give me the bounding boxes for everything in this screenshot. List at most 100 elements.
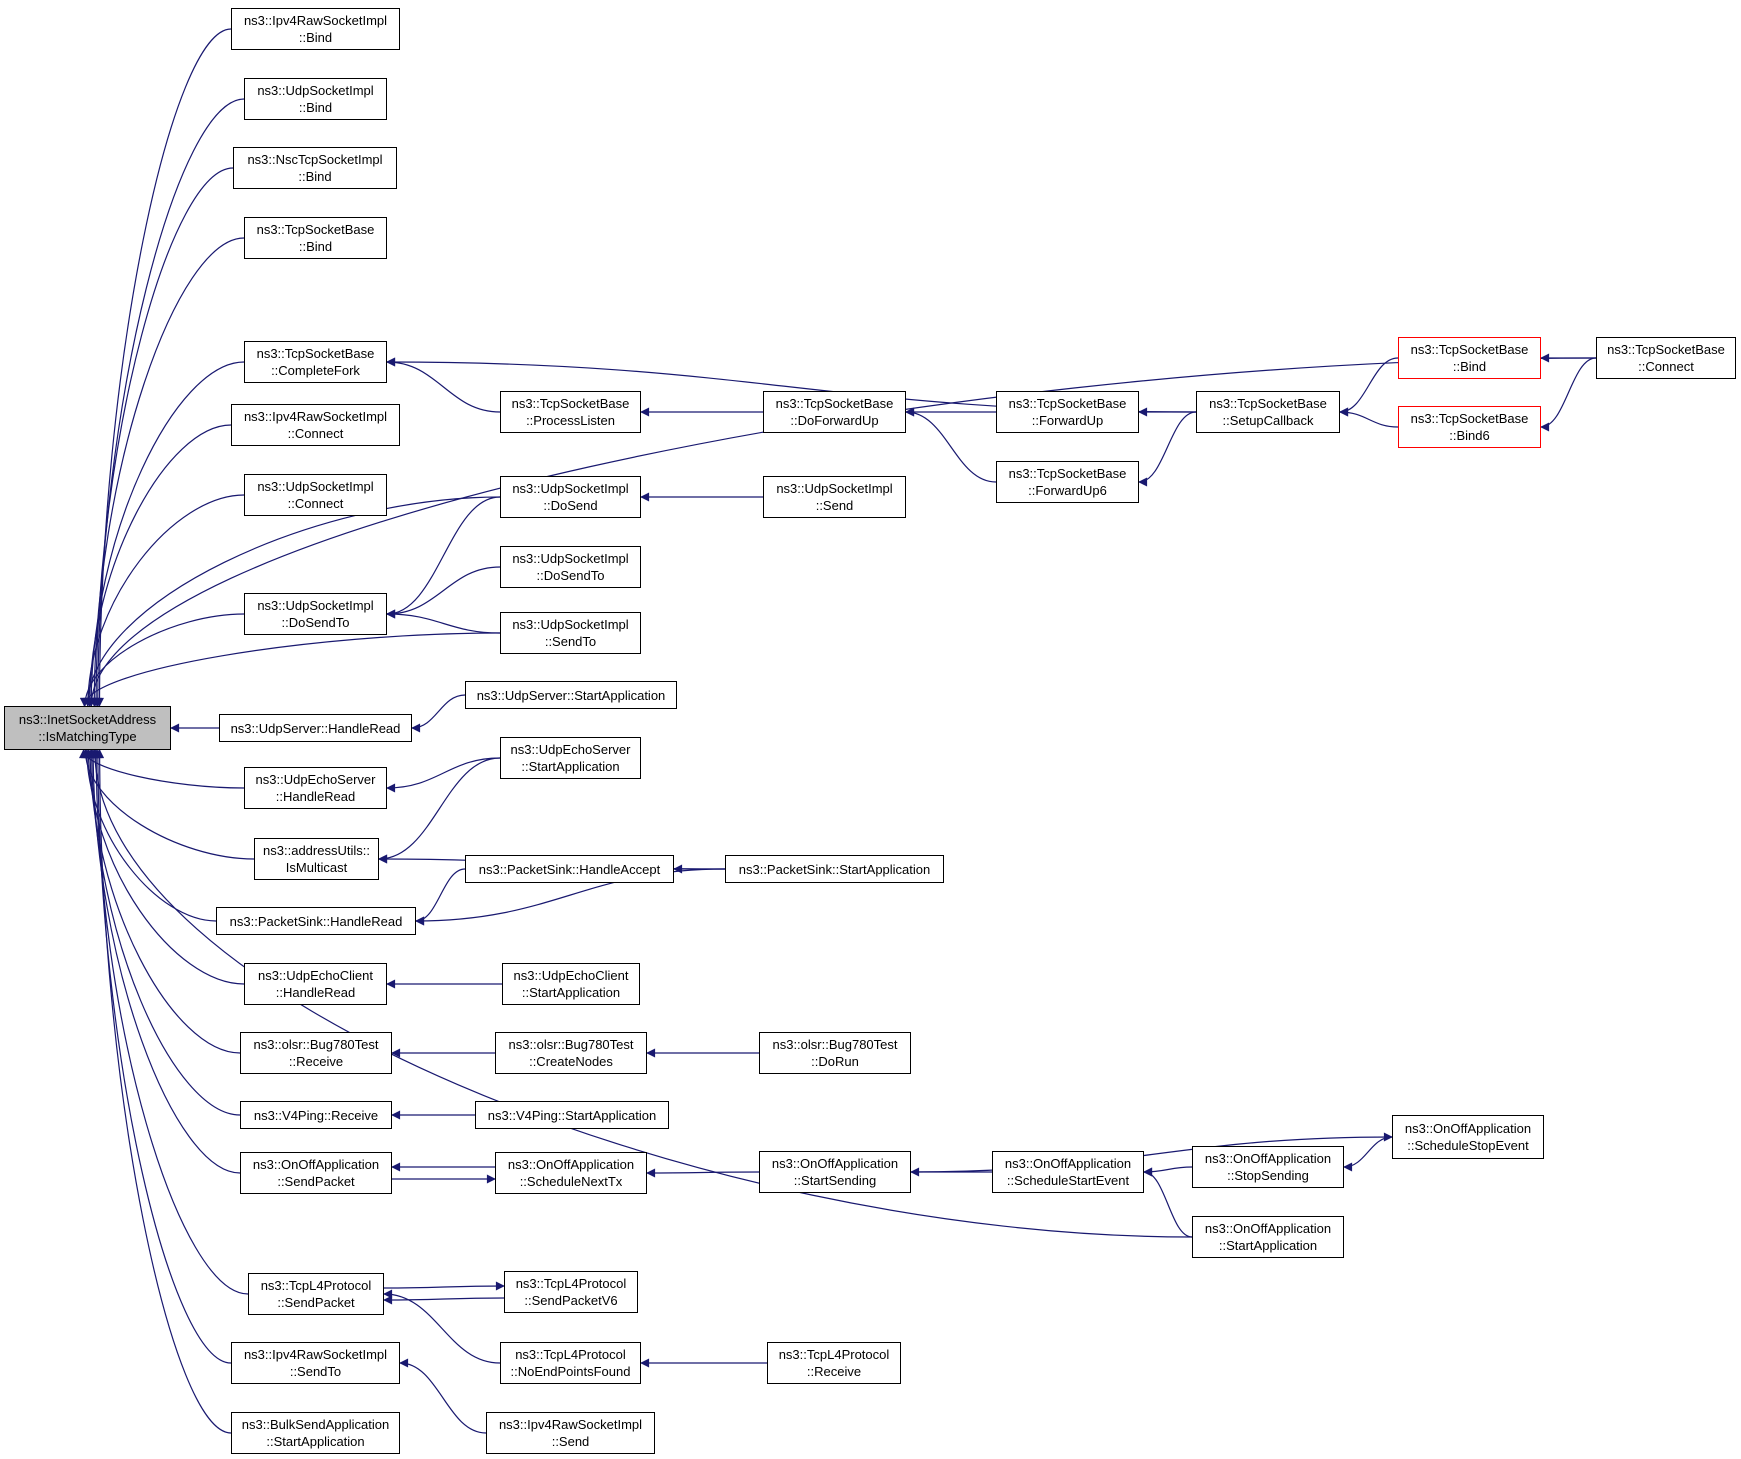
node-label-line: ns3::olsr::Bug780Test	[772, 1037, 898, 1052]
call-edge-bulksend_start-to-focus	[95, 749, 232, 1434]
call-edge-udp_dosend-to-focus	[83, 496, 501, 707]
graph-node-onoff-stopsending[interactable]: ns3::OnOffApplication::StopSending	[1192, 1146, 1344, 1188]
node-label-line: ::StartSending	[793, 1173, 877, 1188]
node-label-line: ns3::TcpSocketBase	[775, 396, 894, 411]
graph-node-tcpl4-sendpacketv6[interactable]: ns3::TcpL4Protocol::SendPacketV6	[504, 1271, 638, 1313]
node-label-line: ns3::UdpSocketImpl	[776, 481, 893, 496]
graph-node-tcpl4-receive[interactable]: ns3::TcpL4Protocol::Receive	[767, 1342, 901, 1384]
node-label-line: ns3::PacketSink::HandleRead	[229, 913, 403, 929]
node-label-line: ::Connect	[287, 426, 344, 441]
node-label-line: ::Connect	[1638, 359, 1694, 374]
node-label-line: ::Receive	[806, 1364, 862, 1379]
graph-node-v4ping-receive[interactable]: ns3::V4Ping::Receive	[240, 1101, 392, 1129]
node-label-line: ::StartApplication	[521, 985, 621, 1000]
graph-node-bug780-dorun[interactable]: ns3::olsr::Bug780Test::DoRun	[759, 1032, 911, 1074]
graph-node-tcpbase-bind6-red[interactable]: ns3::TcpSocketBase::Bind6	[1398, 406, 1541, 448]
graph-node-forwardup6[interactable]: ns3::TcpSocketBase::ForwardUp6	[996, 461, 1139, 503]
graph-node-forwardup[interactable]: ns3::TcpSocketBase::ForwardUp	[996, 391, 1139, 433]
graph-node-ipv4raw-bind[interactable]: ns3::Ipv4RawSocketImpl::Bind	[231, 8, 400, 50]
node-label-line: ::CompleteFork	[271, 363, 360, 378]
graph-node-udp-dosend[interactable]: ns3::UdpSocketImpl::DoSend	[500, 476, 641, 518]
call-edge-ipv4raw_connect-to-focus	[85, 424, 232, 707]
node-label-line: ns3::TcpL4Protocol	[515, 1276, 627, 1291]
graph-node-doforwardup[interactable]: ns3::TcpSocketBase::DoForwardUp	[763, 391, 906, 433]
node-label-line: ::SendPacket	[277, 1174, 355, 1189]
node-label-line: ns3::Ipv4RawSocketImpl	[498, 1417, 643, 1432]
call-edge-udpserver_start-to-udpserver_handleread	[411, 694, 466, 733]
graph-node-ismulticast[interactable]: ns3::addressUtils::IsMulticast	[254, 838, 379, 880]
graph-node-completefork[interactable]: ns3::TcpSocketBase::CompleteFork	[244, 341, 387, 383]
graph-node-setupcallback[interactable]: ns3::TcpSocketBase::SetupCallback	[1196, 391, 1340, 433]
graph-node-udp-sendto[interactable]: ns3::UdpSocketImpl::SendTo	[500, 612, 641, 654]
graph-node-udp-bind[interactable]: ns3::UdpSocketImpl::Bind	[244, 78, 387, 120]
graph-node-bug780-createnodes[interactable]: ns3::olsr::Bug780Test::CreateNodes	[495, 1032, 647, 1074]
graph-node-onoff-schedulestart[interactable]: ns3::OnOffApplication::ScheduleStartEven…	[992, 1151, 1144, 1193]
node-label-line: ::StartApplication	[521, 759, 620, 774]
graph-node-onoff-startsending[interactable]: ns3::OnOffApplication::StartSending	[759, 1151, 911, 1193]
node-label-line: ns3::OnOffApplication	[771, 1156, 899, 1171]
call-edge-onoff_startsending-to-onoff_schedulestop	[910, 1132, 1393, 1173]
graph-node-udp-dosendto[interactable]: ns3::UdpSocketImpl::DoSendTo	[244, 593, 387, 635]
graph-node-tcpbase-connect[interactable]: ns3::TcpSocketBase::Connect	[1596, 337, 1736, 379]
graph-node-tcpbase-bind-red[interactable]: ns3::TcpSocketBase::Bind	[1398, 337, 1541, 379]
node-label-line: ns3::Ipv4RawSocketImpl	[243, 13, 388, 28]
graph-node-v4ping-start[interactable]: ns3::V4Ping::StartApplication	[475, 1101, 669, 1129]
node-label-line: ns3::BulkSendApplication	[241, 1417, 390, 1432]
node-label-line: ::StopSending	[1227, 1168, 1309, 1183]
graph-node-packetsink-handleaccept[interactable]: ns3::PacketSink::HandleAccept	[465, 855, 674, 883]
graph-node-ipv4raw-sendto[interactable]: ns3::Ipv4RawSocketImpl::SendTo	[231, 1342, 400, 1384]
graph-node-udp-dosendto2[interactable]: ns3::UdpSocketImpl::DoSendTo	[500, 546, 641, 588]
graph-node-udpecho-client-start[interactable]: ns3::UdpEchoClient::StartApplication	[502, 963, 640, 1005]
node-label-line: ns3::TcpSocketBase	[1410, 411, 1529, 426]
graph-node-tcpl4-sendpacket[interactable]: ns3::TcpL4Protocol::SendPacket	[248, 1273, 384, 1315]
call-edge-tcpl4_sendpacket-to-tcpl4_sendpacketv6	[383, 1281, 505, 1291]
node-label-line: ::DoRun	[811, 1054, 859, 1069]
graph-node-udpecho-client-handleread[interactable]: ns3::UdpEchoClient::HandleRead	[244, 963, 387, 1005]
graph-node-processlisten[interactable]: ns3::TcpSocketBase::ProcessListen	[500, 391, 641, 433]
graph-node-udpserver-start[interactable]: ns3::UdpServer::StartApplication	[465, 681, 677, 709]
graph-node-onoff-schedulestop[interactable]: ns3::OnOffApplication::ScheduleStopEvent	[1392, 1115, 1544, 1159]
node-label-line: ns3::olsr::Bug780Test	[253, 1037, 379, 1052]
graph-node-udpecho-server-handleread[interactable]: ns3::UdpEchoServer::HandleRead	[244, 767, 387, 809]
graph-node-packetsink-handleread[interactable]: ns3::PacketSink::HandleRead	[216, 907, 416, 935]
graph-node-udpserver-handleread[interactable]: ns3::UdpServer::HandleRead	[219, 714, 412, 742]
graph-node-bulksend-start[interactable]: ns3::BulkSendApplication::StartApplicati…	[231, 1412, 400, 1454]
node-label-line: ::Bind6	[1449, 428, 1490, 443]
node-label-line: ns3::InetSocketAddress	[18, 712, 157, 727]
node-label-line: ns3::UdpSocketImpl	[257, 479, 374, 494]
node-label-line: ::HandleRead	[275, 985, 356, 1000]
call-edge-tcpl4_sendpacketv6-to-tcpl4_sendpacket	[383, 1295, 505, 1305]
graph-node-ipv4raw-send[interactable]: ns3::Ipv4RawSocketImpl::Send	[486, 1412, 655, 1454]
graph-node-udp-connect[interactable]: ns3::UdpSocketImpl::Connect	[244, 474, 387, 516]
graph-node-onoff-startapp[interactable]: ns3::OnOffApplication::StartApplication	[1192, 1216, 1344, 1258]
call-edge-tcpbase_bind-to-focus	[89, 237, 245, 707]
node-label-line: ns3::V4Ping::StartApplication	[487, 1107, 657, 1123]
call-edge-ipv4raw_send-to-ipv4raw_sendto	[399, 1358, 487, 1434]
node-label-line: ns3::TcpSocketBase	[1209, 396, 1327, 411]
graph-node-packetsink-start[interactable]: ns3::PacketSink::StartApplication	[725, 855, 944, 883]
node-label-line: ::IsMatchingType	[38, 729, 137, 744]
node-label-line: ns3::TcpSocketBase	[1008, 396, 1127, 411]
node-label-line: ns3::UdpServer::StartApplication	[476, 687, 666, 703]
node-label-line: ns3::UdpEchoClient	[258, 968, 373, 983]
graph-node-udpecho-server-start[interactable]: ns3::UdpEchoServer::StartApplication	[500, 737, 641, 779]
node-label-line: ::CreateNodes	[529, 1054, 613, 1069]
graph-node-nsc-bind[interactable]: ns3::NscTcpSocketImpl::Bind	[233, 147, 397, 189]
node-label-line: ns3::TcpL4Protocol	[515, 1347, 626, 1362]
node-label-line: ::DoSendTo	[281, 615, 350, 630]
graph-node-onoff-schedulenexttx[interactable]: ns3::OnOffApplication::ScheduleNextTx	[495, 1152, 647, 1194]
node-label-line: ns3::OnOffApplication	[1004, 1156, 1132, 1171]
graph-node-onoff-sendpacket[interactable]: ns3::OnOffApplication::SendPacket	[240, 1152, 392, 1194]
graph-node-bug780-receive[interactable]: ns3::olsr::Bug780Test::Receive	[240, 1032, 392, 1074]
graph-node-tcpbase-bind[interactable]: ns3::TcpSocketBase::Bind	[244, 217, 387, 259]
call-edge-tcpbase_bind6_red-to-setupcallback	[1339, 407, 1399, 428]
graph-node-ipv4raw-connect[interactable]: ns3::Ipv4RawSocketImpl::Connect	[231, 404, 400, 446]
node-label-line: ns3::OnOffApplication	[1204, 1221, 1332, 1236]
graph-node-tcpl4-noendpoints[interactable]: ns3::TcpL4Protocol::NoEndPointsFound	[500, 1342, 641, 1384]
node-label-line: ns3::Ipv4RawSocketImpl	[243, 409, 388, 424]
graph-node-udp-send[interactable]: ns3::UdpSocketImpl::Send	[763, 476, 906, 518]
call-edge-forwardup6-to-doforwardup	[905, 407, 997, 483]
node-label-line: ::StartApplication	[1218, 1238, 1318, 1253]
